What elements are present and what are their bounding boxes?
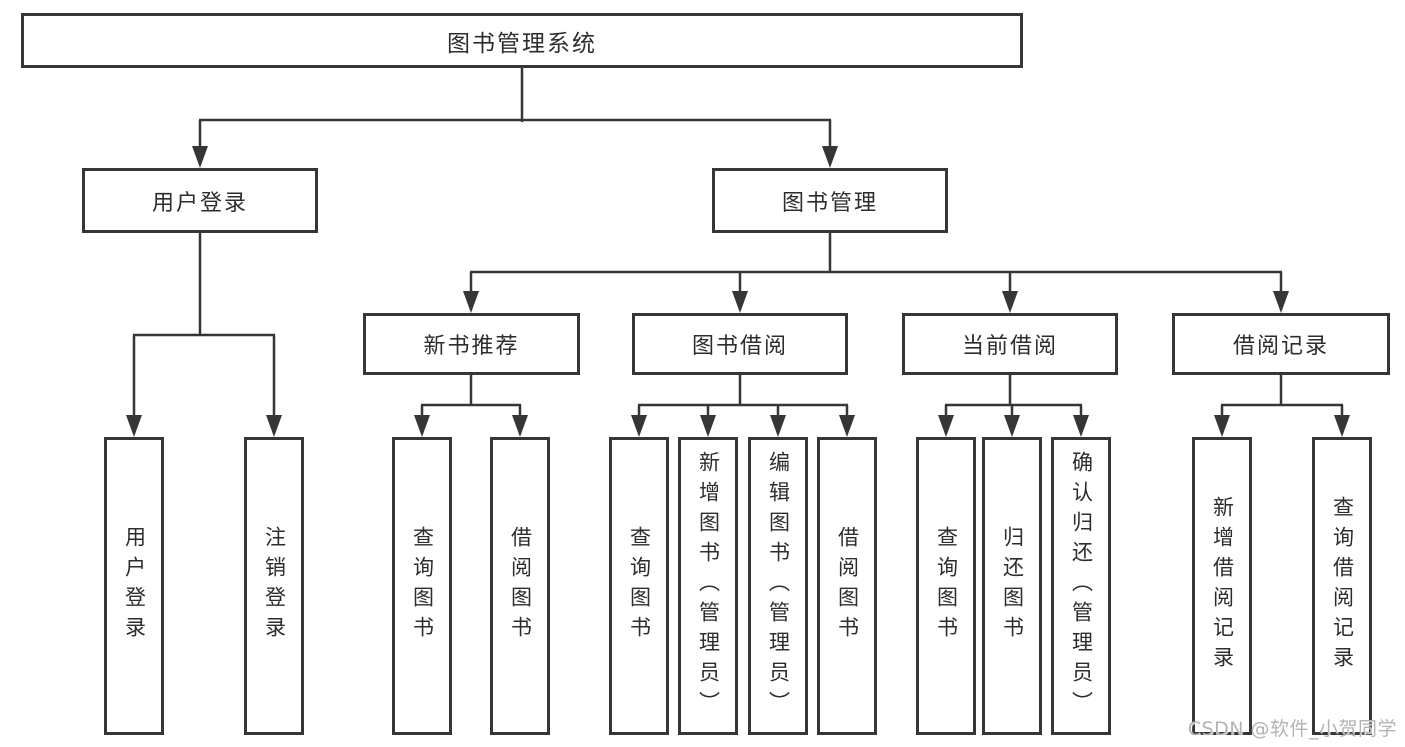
node-label: 查询图书 <box>410 526 435 646</box>
node-label: 图书管理系统 <box>447 30 597 57</box>
node-label: 借阅记录 <box>1232 334 1329 359</box>
node-label: 新书推荐 <box>423 334 520 359</box>
node-label: 归还图书 <box>1000 526 1025 646</box>
node-current-borrowing: 当前借阅 <box>902 313 1118 375</box>
node-label: 图书管理 <box>781 190 878 216</box>
node-label: 编辑图书（管理员） <box>766 451 791 721</box>
node-leaf-add-books-admin: 新增图书（管理员） <box>678 437 738 735</box>
node-book-borrowing: 图书借阅 <box>632 313 848 375</box>
node-book-management: 图书管理 <box>712 168 948 233</box>
node-leaf-query-books-recommend: 查询图书 <box>392 437 452 735</box>
node-leaf-return-books: 归还图书 <box>982 437 1042 735</box>
node-borrowing-records: 借阅记录 <box>1172 313 1390 375</box>
node-library-management-system: 图书管理系统 <box>21 13 1023 68</box>
arrowheads <box>126 146 1350 437</box>
node-leaf-edit-books-admin: 编辑图书（管理员） <box>748 437 808 735</box>
node-label: 查询图书 <box>934 526 959 646</box>
node-leaf-query-books-current: 查询图书 <box>916 437 976 735</box>
node-user-login: 用户登录 <box>82 168 318 233</box>
node-label: 图书借阅 <box>691 334 788 359</box>
node-label: 注销登录 <box>262 526 287 646</box>
node-label: 新增借阅记录 <box>1210 496 1235 676</box>
node-label: 借阅图书 <box>508 526 533 646</box>
node-label: 当前借阅 <box>961 334 1058 359</box>
node-leaf-add-borrow-record: 新增借阅记录 <box>1192 437 1252 735</box>
node-leaf-query-books-borrow: 查询图书 <box>609 437 669 735</box>
node-label: 查询借阅记录 <box>1330 496 1355 676</box>
node-label: 新增图书（管理员） <box>696 451 721 721</box>
node-label: 用户登录 <box>122 526 147 646</box>
node-leaf-confirm-return-admin: 确认归还（管理员） <box>1051 437 1111 735</box>
node-leaf-logout-login: 注销登录 <box>244 437 304 735</box>
node-new-book-recommendation: 新书推荐 <box>363 313 580 375</box>
node-leaf-borrow-books-recommend: 借阅图书 <box>490 437 550 735</box>
node-label: 确认归还（管理员） <box>1069 451 1094 721</box>
node-label: 查询图书 <box>627 526 652 646</box>
csdn-watermark: CSDN @软件_小贺同学 <box>1187 718 1397 740</box>
node-leaf-borrow-books: 借阅图书 <box>817 437 877 735</box>
node-label: 借阅图书 <box>835 526 860 646</box>
node-leaf-query-borrow-record: 查询借阅记录 <box>1312 437 1372 735</box>
node-leaf-user-login: 用户登录 <box>104 437 164 735</box>
node-label: 用户登录 <box>151 190 248 216</box>
